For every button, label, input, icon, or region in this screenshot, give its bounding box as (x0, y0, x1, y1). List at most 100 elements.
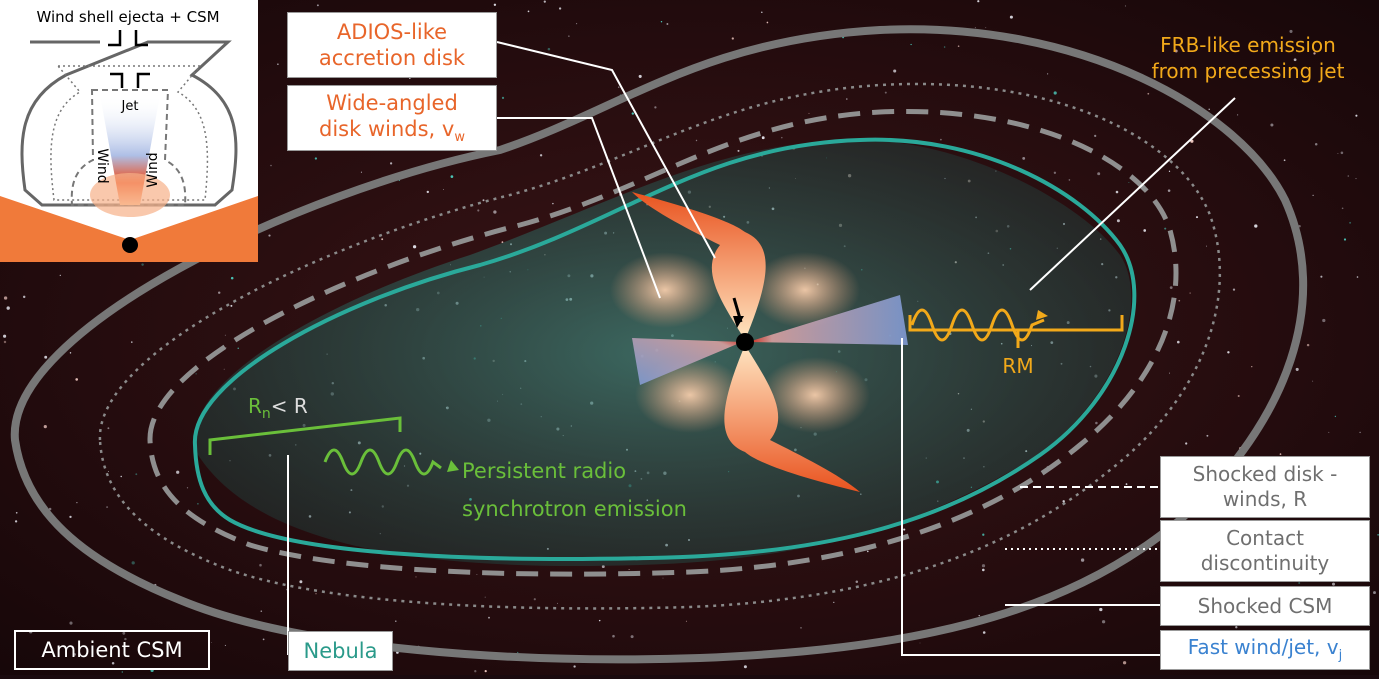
star (1178, 299, 1181, 302)
winds-leader (497, 117, 661, 299)
star (260, 610, 263, 612)
star (1206, 245, 1207, 247)
star (1047, 73, 1049, 75)
star (1283, 159, 1286, 162)
star (903, 528, 906, 531)
star (576, 23, 578, 25)
frb-label-line1: FRB-like emission (1160, 33, 1336, 57)
contact-discontinuity-boundary (98, 82, 1222, 610)
star (1322, 318, 1326, 323)
star (259, 563, 262, 567)
star (1355, 114, 1358, 117)
star (833, 601, 835, 604)
star (1227, 351, 1230, 354)
star (601, 565, 605, 569)
inset-title: Wind shell ejecta + CSM (36, 8, 219, 26)
star (73, 653, 77, 656)
frb-bracket (908, 315, 1124, 348)
star (662, 577, 664, 579)
rn-label: Rn< R (248, 394, 308, 422)
disk-wind-blob-lr (760, 357, 870, 433)
radio-label-line1: Persistent radio (462, 459, 626, 483)
star (974, 27, 976, 29)
star (539, 154, 543, 157)
adios-line2: accretion disk (318, 46, 466, 70)
winds-line2: disk winds, v (319, 116, 455, 141)
fast-wind-text: Fast wind/jet, v (1187, 635, 1339, 660)
star (484, 670, 487, 673)
star (186, 487, 189, 489)
star (558, 7, 562, 10)
fast-wind-wrap: Fast wind/jet, vj (1188, 635, 1342, 664)
star (666, 23, 669, 25)
star (543, 0, 546, 3)
star (855, 580, 859, 584)
star (107, 427, 110, 430)
disk-wind-blob-ll (635, 357, 745, 433)
star (122, 631, 126, 635)
winds-label-box: Wide-angled disk winds, vw (287, 85, 497, 151)
star (69, 515, 72, 519)
star (978, 614, 980, 617)
star (1312, 194, 1314, 196)
star (1174, 49, 1178, 53)
contact-label-box: Contact discontinuity (1160, 520, 1370, 582)
star (631, 112, 634, 115)
star (1279, 453, 1282, 455)
star (124, 637, 127, 641)
star (1289, 29, 1293, 33)
star (846, 98, 848, 100)
nebula-boundary (192, 137, 1137, 561)
star (628, 569, 630, 571)
star (1128, 181, 1130, 183)
star (75, 378, 79, 381)
star (1251, 366, 1253, 368)
star (893, 69, 897, 73)
star (1254, 224, 1258, 228)
star (412, 245, 417, 249)
adios-line1: ADIOS-like (336, 19, 448, 44)
star (1208, 108, 1210, 110)
star (135, 473, 138, 476)
winds-line2-wrap: disk winds, vw (319, 116, 465, 146)
winds-line1: Wide-angled (326, 90, 458, 115)
star (1147, 92, 1150, 95)
star (761, 136, 765, 140)
star (800, 627, 802, 629)
frb-wave (910, 308, 1045, 342)
star (981, 564, 986, 568)
star (1279, 47, 1282, 49)
fast-wind-label-box: Fast wind/jet, vj (1160, 630, 1370, 670)
star (69, 352, 72, 354)
star (1169, 286, 1173, 289)
star (618, 86, 620, 88)
star (493, 3, 497, 6)
star (1189, 292, 1191, 294)
star (1347, 175, 1350, 177)
shocked-winds-line1: Shocked disk - (1192, 462, 1338, 486)
star (982, 533, 985, 536)
black-hole (736, 333, 754, 351)
star (1312, 380, 1314, 382)
inset-outflow-arrows-top (108, 30, 148, 47)
star (1206, 434, 1209, 437)
star (44, 355, 48, 359)
star (224, 334, 226, 336)
inset-black-hole (122, 237, 138, 253)
shocked-csm-label-box: Shocked CSM (1160, 586, 1370, 626)
rn-main: R (248, 394, 262, 418)
star (1068, 179, 1071, 181)
star (3, 334, 7, 338)
star (1293, 58, 1297, 62)
star (237, 347, 239, 349)
ambient-csm-label-box: Ambient CSM (14, 630, 210, 670)
star (14, 520, 18, 523)
star (743, 665, 747, 669)
star (685, 620, 687, 622)
radio-wave (323, 448, 442, 476)
star (1237, 394, 1240, 398)
inset-wind-left: Wind (94, 148, 110, 183)
inset-jet-label: Jet (121, 99, 139, 114)
precession-arrow-head (733, 316, 744, 328)
adios-label-box: ADIOS-like accretion disk (287, 12, 497, 78)
